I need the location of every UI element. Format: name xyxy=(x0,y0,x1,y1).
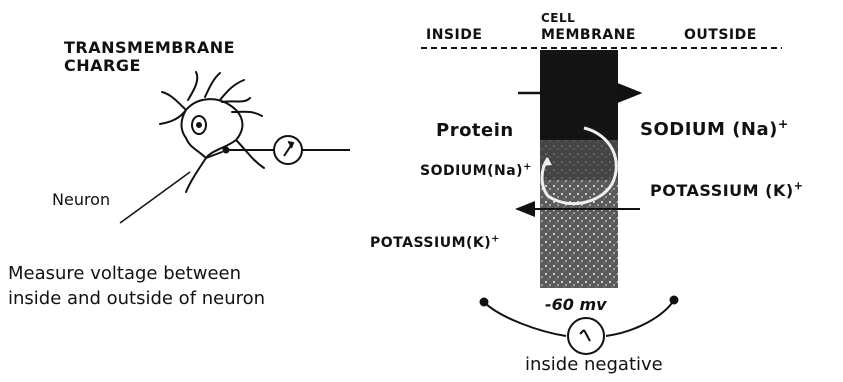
voltage-reading: -60 mv xyxy=(545,297,607,313)
neuron-drawing xyxy=(160,72,264,192)
header-membrane-line-1: CELL xyxy=(541,12,575,24)
potassium-outside-label: POTASSIUM (K)+ xyxy=(650,183,804,199)
sodium-outside-label: SODIUM (Na)+ xyxy=(640,121,789,139)
charge-sign: + xyxy=(778,116,789,131)
header-outside: OUTSIDE xyxy=(684,28,757,42)
charge-sign: + xyxy=(794,180,804,193)
header-membrane-line-2: MEMBRANE xyxy=(541,28,636,42)
title-line-1: TRANSMEMBRANE xyxy=(64,40,235,56)
neuron-label: Neuron xyxy=(52,192,110,208)
potassium-inside-text: POTASSIUM(K) xyxy=(370,235,491,251)
charge-sign: + xyxy=(523,161,532,172)
potassium-inside-label: POTASSIUM(K)+ xyxy=(370,236,500,250)
sodium-inside-text: SODIUM(Na) xyxy=(420,163,523,179)
potassium-outside-text: POTASSIUM (K) xyxy=(650,181,794,200)
cell-membrane-block xyxy=(540,50,618,288)
left-meter xyxy=(224,136,351,164)
charge-sign: + xyxy=(491,233,500,244)
sodium-outside-text: SODIUM (Na) xyxy=(640,119,778,140)
protein-label: Protein xyxy=(436,122,514,140)
title-line-2: CHARGE xyxy=(64,58,141,74)
neuron-pointer-line xyxy=(120,172,190,223)
caption-line-1: Measure voltage between xyxy=(8,265,241,283)
polarity-label: inside negative xyxy=(525,356,663,374)
header-inside: INSIDE xyxy=(426,28,482,42)
sodium-inside-label: SODIUM(Na)+ xyxy=(420,164,532,178)
caption-line-2: inside and outside of neuron xyxy=(8,290,265,308)
